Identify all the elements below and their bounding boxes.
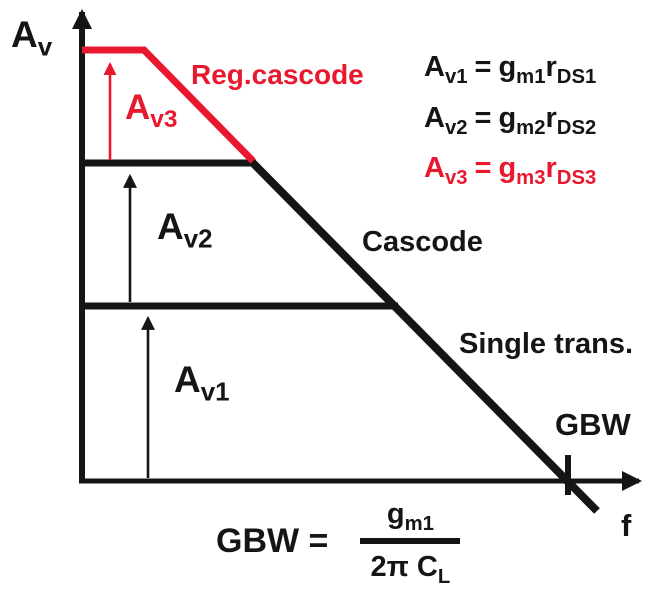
y-axis-label: Av [11,14,52,60]
cascode-curve-label: Cascode [362,226,483,258]
gain-equations-block: Av1=gm1rDS1 Av2=gm2rDS2 Av3=gm3rDS3 [424,47,596,189]
av1-annotation-label: Av1 [174,359,230,405]
reg-cascode-curve-label: Reg.cascode [191,59,364,90]
equation-av3: Av3=gm3rDS3 [424,152,597,189]
gbw-tick-label: GBW [555,407,631,442]
reg-cascode-curve [82,46,256,164]
av2-sub: v2 [183,225,213,254]
av3-base: A [125,88,151,127]
rolloff-diagonal [249,159,600,514]
av3-annotation-label: Av3 [125,88,178,132]
av2-annotation-label: Av2 [157,206,213,252]
gbw-formula-numerator: gm1 [386,498,434,535]
gbw-formula-lhs: GBW = [216,521,329,560]
equation-av2: Av2=gm2rDS2 [424,101,597,139]
y-axis-label-sub: v [37,33,53,62]
gbw-formula-denominator: 2π CL [370,551,451,588]
av2-base: A [157,206,184,247]
y-axis-label-base: A [11,14,38,55]
fraction-bar [360,538,461,544]
av1-sub: v1 [200,378,230,407]
gbw-formula-fraction: gm1 2π CL [360,498,461,588]
gbw-formula: GBW = gm1 2π CL [216,498,461,588]
equation-av1: Av1=gm1rDS1 [424,51,597,88]
single-transistor-curve-label: Single trans. [459,328,634,360]
av3-sub: v3 [150,106,178,133]
av1-base: A [174,359,201,400]
x-axis-label: f [621,508,632,543]
